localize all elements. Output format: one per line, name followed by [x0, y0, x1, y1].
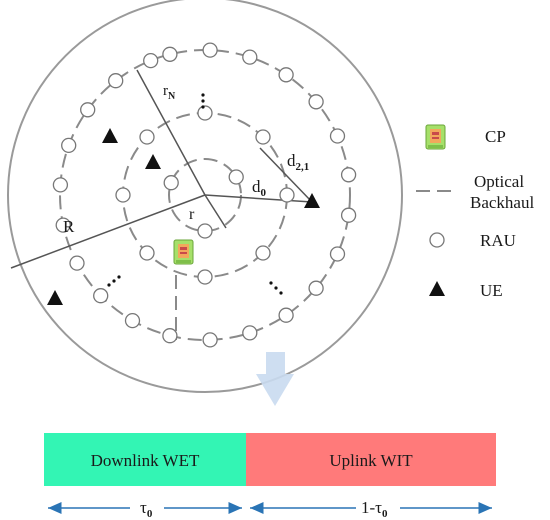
- rau-node: [329, 128, 346, 144]
- rau-node: [162, 46, 178, 62]
- rau-node: [108, 73, 124, 89]
- rau-node: [202, 332, 218, 348]
- legend-ue-icon: [429, 281, 445, 296]
- label-r: r: [189, 206, 195, 223]
- downlink-wet-bar: [44, 433, 246, 486]
- ellipsis-top: [201, 93, 205, 109]
- label-rN: rN: [163, 83, 176, 102]
- downlink-wet-label: Downlink WET: [91, 451, 200, 470]
- ue-triangle: [47, 290, 63, 305]
- rau-node: [162, 328, 178, 344]
- rau-node: [278, 307, 294, 323]
- radius-R-line: [10, 194, 206, 269]
- rau-node: [80, 102, 96, 118]
- rau-node: [163, 175, 179, 191]
- rau-node: [242, 49, 258, 65]
- tau0-label-bg: [130, 496, 164, 518]
- down-arrow-icon: [256, 352, 294, 406]
- rau-node: [197, 105, 213, 121]
- rau-node: [255, 245, 271, 261]
- tau0-label: τ0: [140, 498, 153, 520]
- legend: CP Optical Backhaul RAU UE: [416, 124, 534, 300]
- radius-r-line: [204, 194, 227, 229]
- legend-rau-icon: [429, 232, 445, 248]
- ue-triangle: [304, 193, 320, 208]
- uplink-wit-label: Uplink WIT: [329, 451, 413, 470]
- ue-triangle: [145, 154, 161, 169]
- rau-node: [308, 94, 324, 110]
- legend-cp-icon: [425, 124, 446, 150]
- one-minus-tau0-label-bg: [356, 496, 400, 518]
- rau-node: [197, 269, 213, 285]
- rau-node: [340, 207, 357, 223]
- rau-node: [242, 325, 258, 341]
- radius-rN-line: [136, 69, 206, 196]
- rau-node: [93, 288, 109, 304]
- rau-node: [143, 52, 159, 69]
- rau-node: [308, 280, 324, 296]
- rau-node: [139, 245, 155, 261]
- rau-node: [279, 187, 295, 203]
- legend-cp-label: CP: [485, 127, 506, 146]
- ellipsis-left: [107, 275, 121, 287]
- backhaul-ring-1: [168, 158, 242, 232]
- uplink-wit-bar: [246, 433, 496, 486]
- rau-node: [69, 255, 85, 271]
- rau-nodes: [52, 42, 357, 348]
- rau-node: [255, 129, 271, 145]
- rau-node: [329, 246, 346, 262]
- rau-node: [61, 137, 77, 154]
- rau-node: [55, 217, 71, 233]
- rau-node: [124, 312, 141, 329]
- label-R: R: [63, 217, 75, 236]
- legend-rau-label: RAU: [480, 231, 516, 250]
- legend-backhaul-label-line2: Backhaul: [470, 193, 534, 212]
- label-d21: d2,1: [287, 151, 309, 173]
- one-minus-tau0-label: 1-τ0: [361, 498, 388, 520]
- rau-node: [340, 167, 357, 183]
- rau-node: [197, 223, 213, 239]
- legend-backhaul-label-line1: Optical: [474, 172, 524, 191]
- ue-triangle: [102, 128, 118, 143]
- distance-d21-line: [259, 147, 313, 203]
- coverage-area-circle: [7, 0, 403, 393]
- cp-server-icon: [173, 239, 194, 265]
- ellipsis-right: [269, 281, 283, 295]
- label-d0: d0: [252, 177, 267, 199]
- rau-node: [139, 129, 155, 145]
- legend-ue-label: UE: [480, 281, 503, 300]
- rau-node: [278, 67, 294, 83]
- rau-node: [228, 169, 244, 185]
- rau-node: [202, 42, 218, 58]
- rau-node: [52, 177, 69, 193]
- distance-d0-line: [204, 194, 313, 203]
- rau-node: [115, 187, 131, 203]
